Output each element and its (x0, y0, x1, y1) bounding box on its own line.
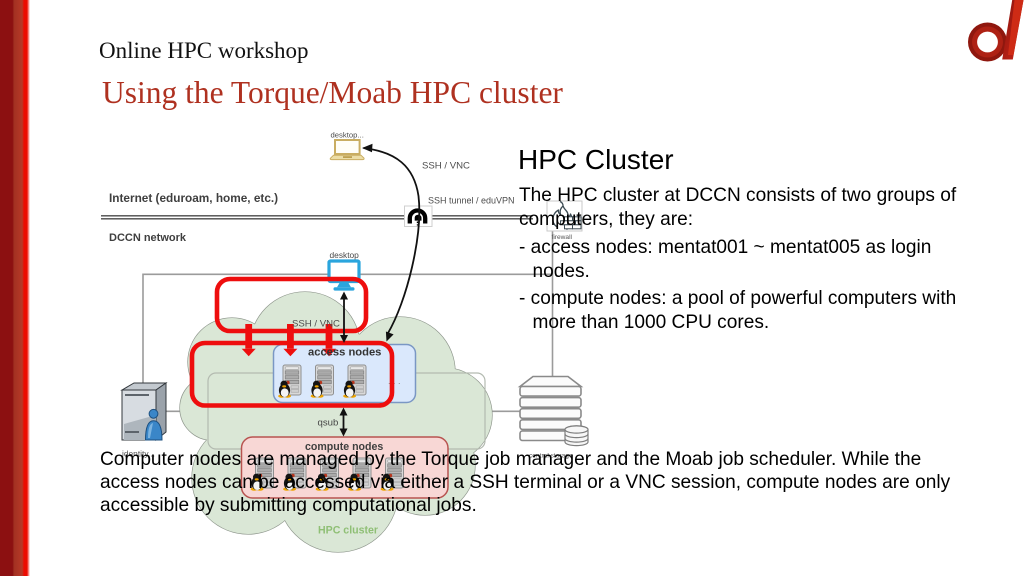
svg-text:SSH / VNC: SSH / VNC (422, 161, 470, 172)
svg-text:HPC cluster: HPC cluster (318, 525, 378, 537)
svg-text:firewall: firewall (552, 234, 573, 241)
svg-text:Internet (eduroam, home, etc.): Internet (eduroam, home, etc.) (109, 191, 278, 205)
svg-text:identity...: identity... (122, 449, 155, 459)
svg-text:DCCN network: DCCN network (109, 232, 187, 244)
svg-text:. . .: . . . (421, 471, 434, 481)
svg-text:SSH tunnel / eduVPN: SSH tunnel / eduVPN (428, 196, 515, 206)
svg-text:desktop: desktop (330, 250, 360, 260)
svg-text:desktop...: desktop... (331, 131, 364, 140)
svg-text:SSH / VNC: SSH / VNC (292, 318, 340, 329)
svg-text:access nodes: access nodes (308, 347, 381, 359)
svg-text:qsub: qsub (318, 418, 339, 429)
svg-text:central storage: central storage (529, 453, 573, 460)
svg-text:compute nodes: compute nodes (305, 441, 383, 453)
